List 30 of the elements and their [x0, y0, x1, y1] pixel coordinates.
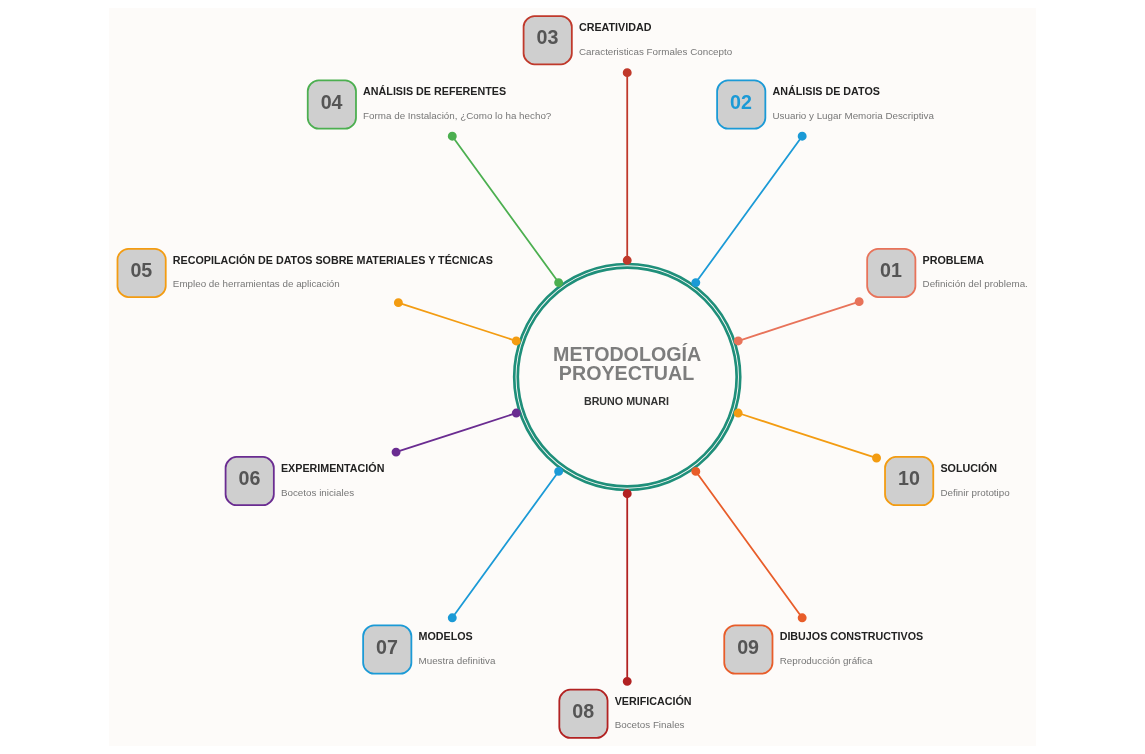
node-label: EXPERIMENTACIÓN: [280, 461, 385, 474]
node-label: Muestra definitiva: [418, 655, 496, 667]
node-label: PROBLEMA: [922, 253, 984, 266]
connector: [622, 489, 632, 686]
connector: [733, 408, 881, 463]
node-label: Usuario y Lugar Memoria Descriptiva: [772, 110, 934, 122]
node-label: SOLUCIÓN: [940, 461, 997, 474]
node-label: Definición del problema.: [922, 278, 1028, 290]
node-label: ANÁLISIS DE DATOS: [772, 85, 880, 98]
node-label: Caracteristicas Formales Concepto: [578, 45, 733, 57]
connector: [733, 297, 864, 346]
connector: [622, 68, 632, 265]
connector: [391, 408, 521, 457]
node-label: Bocetos iniciales: [280, 486, 355, 498]
node-label: ANÁLISIS DE REFERENTES: [363, 85, 507, 98]
connector: [691, 466, 807, 623]
node-label: Bocetos Finales: [614, 719, 685, 731]
connector: [447, 466, 564, 623]
node-label: CREATIVIDAD: [578, 20, 652, 33]
node-label: Empleo de herramientas de aplicación: [172, 278, 340, 290]
node-label: VERIFICACIÓN: [614, 694, 692, 707]
node-label: MODELOS: [418, 630, 473, 643]
node-label: Definir prototipo: [940, 486, 1010, 498]
node-label: DIBUJOS CONSTRUCTIVOS: [779, 630, 924, 643]
node-label: Reproducción gráfica: [779, 655, 873, 667]
node-label: RECOPILACIÓN DE DATOS SOBRE MATERIALES Y TÉCNICAS: [172, 253, 493, 266]
node-label: Forma de Instalación, ¿Como lo ha hecho?: [363, 110, 552, 122]
connector: [691, 131, 807, 288]
connector: [393, 298, 521, 346]
connector: [447, 131, 564, 288]
